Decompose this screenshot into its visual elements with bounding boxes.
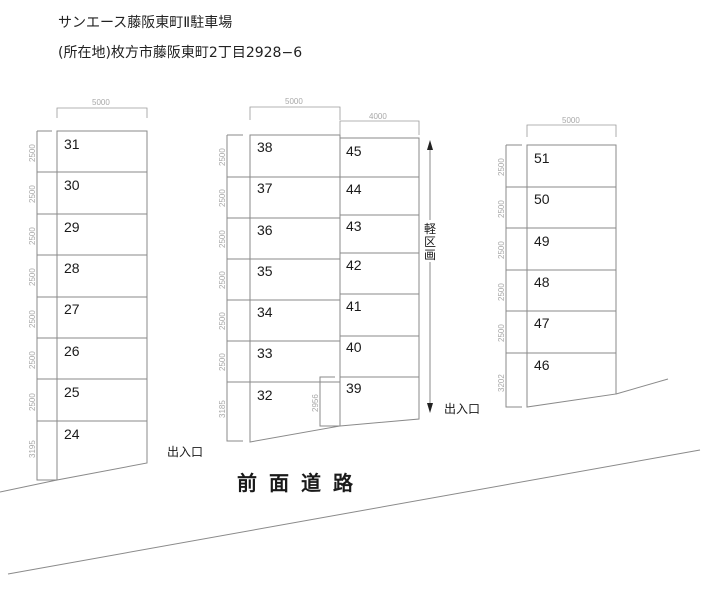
road-edge-lower [7, 449, 701, 575]
space-37[interactable]: 37 [257, 180, 273, 196]
space-44[interactable]: 44 [346, 181, 362, 197]
block-right: 5000 51 50 49 48 47 46 2500 2500 2500 25… [497, 116, 669, 408]
row-dimension: 3185 [218, 400, 227, 418]
block-center-left: 5000 38 37 36 35 34 33 32 2500 2500 2500… [218, 97, 341, 443]
space-33[interactable]: 33 [257, 345, 273, 361]
space-32[interactable]: 32 [257, 387, 273, 403]
row-dimension: 2500 [218, 312, 227, 330]
entrance-label-left: 出入口 [167, 445, 203, 459]
space-49[interactable]: 49 [534, 233, 550, 249]
space-34[interactable]: 34 [257, 304, 273, 320]
width-dimension-line [56, 107, 148, 118]
space-39[interactable]: 39 [346, 380, 362, 396]
space-35[interactable]: 35 [257, 263, 273, 279]
space-25[interactable]: 25 [64, 384, 80, 400]
width-dimension-line [339, 120, 420, 135]
space-28[interactable]: 28 [64, 260, 80, 276]
space-45[interactable]: 45 [346, 143, 362, 159]
space-30[interactable]: 30 [64, 177, 80, 193]
width-dimension-line [249, 106, 341, 120]
arrow-down-icon [427, 403, 433, 413]
row-dimension: 2500 [28, 393, 37, 411]
light-section-char: 区 [424, 235, 436, 249]
space-27[interactable]: 27 [64, 301, 80, 317]
width-dimension: 5000 [285, 97, 303, 106]
space-42[interactable]: 42 [346, 257, 362, 273]
lot-address: (所在地)枚方市藤阪東町2丁目2928−6 [58, 45, 303, 61]
space-46[interactable]: 46 [534, 357, 550, 373]
row-dimension: 2500 [218, 271, 227, 289]
row-dimension: 2500 [28, 351, 37, 369]
block-center-right: 4000 2956 45 44 43 42 41 40 39 [311, 112, 420, 427]
row-dimension: 2500 [218, 189, 227, 207]
space-50[interactable]: 50 [534, 191, 550, 207]
space-41[interactable]: 41 [346, 298, 362, 314]
road-edge-upper-left [0, 479, 58, 493]
row-dimension: 2500 [497, 158, 506, 176]
entrance-label-right: 出入口 [444, 402, 480, 416]
row-dimension: 2500 [28, 144, 37, 162]
width-dimension: 4000 [369, 112, 387, 121]
light-section-char: 軽 [424, 222, 436, 236]
width-dimension-line [526, 124, 617, 137]
light-section-indicator: 軽 区 画 [424, 140, 436, 413]
space-48[interactable]: 48 [534, 274, 550, 290]
space-43[interactable]: 43 [346, 218, 362, 234]
row-dimension: 2500 [497, 283, 506, 301]
space-24[interactable]: 24 [64, 426, 80, 442]
space-38[interactable]: 38 [257, 139, 273, 155]
row-dimension: 2500 [497, 200, 506, 218]
row-dimension: 2500 [28, 185, 37, 203]
row-dimension: 2500 [218, 353, 227, 371]
space-26[interactable]: 26 [64, 343, 80, 359]
row-dimension: 2500 [497, 241, 506, 259]
row-dimension: 2500 [28, 310, 37, 328]
row-dimension: 2500 [218, 148, 227, 166]
width-dimension: 5000 [92, 98, 110, 107]
space-51[interactable]: 51 [534, 150, 550, 166]
row-dimension: 2500 [218, 230, 227, 248]
lot-title: サンエース藤阪東町Ⅱ駐車場 [58, 15, 233, 31]
inner-dimension: 2956 [311, 394, 320, 412]
row-dimension: 2500 [28, 268, 37, 286]
space-36[interactable]: 36 [257, 222, 273, 238]
row-dimension: 3195 [28, 440, 37, 458]
row-dimension: 2500 [28, 227, 37, 245]
light-section-char: 画 [424, 248, 436, 262]
arrow-up-icon [427, 140, 433, 150]
width-dimension: 5000 [562, 116, 580, 125]
block-left: 5000 31 30 29 28 27 26 25 24 2500 2500 2… [28, 98, 148, 481]
space-47[interactable]: 47 [534, 315, 550, 331]
row-dimension: 3202 [497, 374, 506, 392]
space-40[interactable]: 40 [346, 339, 362, 355]
front-road-label: 前面道路 [237, 471, 365, 495]
space-29[interactable]: 29 [64, 219, 80, 235]
row-dimension: 2500 [497, 324, 506, 342]
space-31[interactable]: 31 [64, 136, 80, 152]
